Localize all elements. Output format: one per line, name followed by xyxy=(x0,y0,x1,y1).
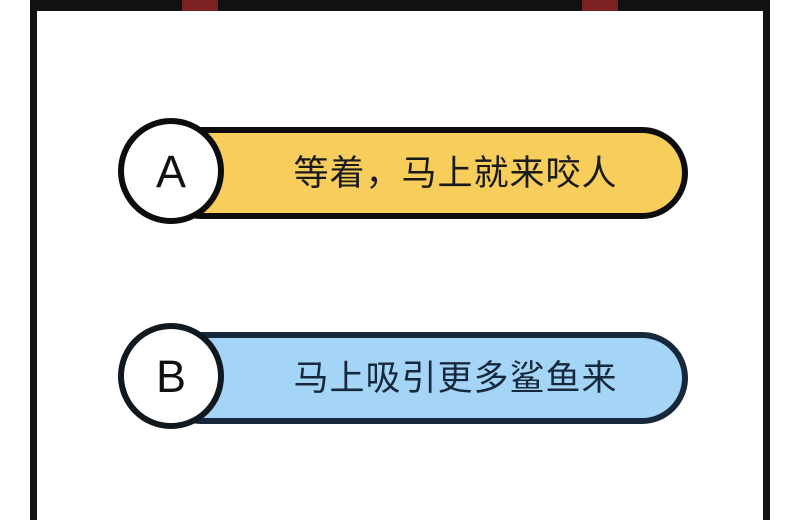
option-pill-b[interactable]: 马上吸引更多鲨鱼来 xyxy=(155,332,688,424)
top-bar-red-mark-right xyxy=(582,0,618,11)
comic-panel-frame xyxy=(30,0,770,520)
option-row-a[interactable]: 等着，马上就来咬人 A xyxy=(0,118,800,228)
option-label-b: 马上吸引更多鲨鱼来 xyxy=(293,358,618,398)
option-badge-letter-b: B xyxy=(155,350,186,402)
top-bar-red-mark-left xyxy=(182,0,218,11)
option-badge-letter-a: A xyxy=(155,145,186,197)
option-badge-a[interactable]: A xyxy=(118,118,224,224)
option-row-b[interactable]: 马上吸引更多鲨鱼来 B xyxy=(0,323,800,433)
option-badge-b[interactable]: B xyxy=(118,323,224,429)
panel-top-bar xyxy=(30,0,770,11)
option-label-a: 等着，马上就来咬人 xyxy=(293,153,618,193)
option-pill-a[interactable]: 等着，马上就来咬人 xyxy=(155,127,688,219)
